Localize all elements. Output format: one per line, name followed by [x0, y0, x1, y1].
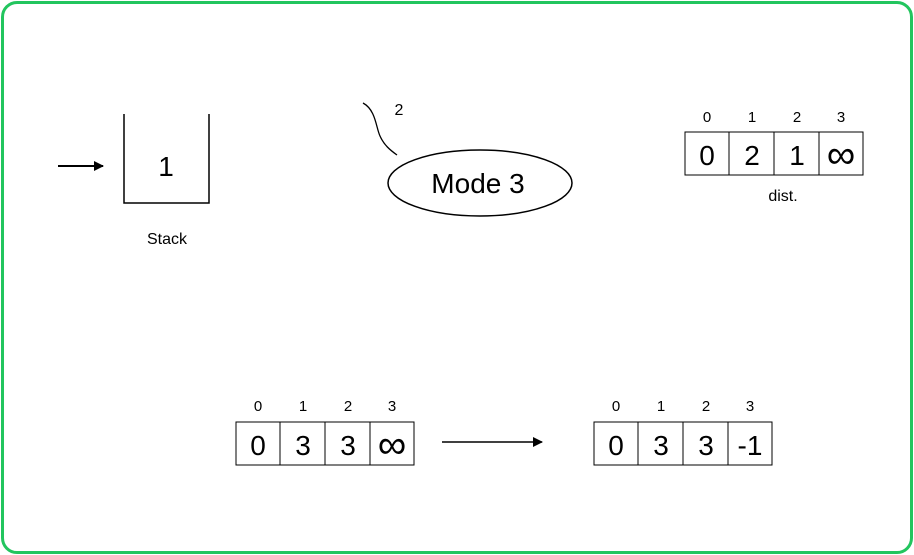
dist-index: 2: [793, 109, 801, 126]
before-cell: [279, 421, 326, 466]
dist-cell: [728, 131, 775, 176]
before-value: 3: [295, 430, 311, 461]
after-value: 3: [653, 430, 669, 461]
after-cell: [727, 421, 773, 466]
dist-index: 3: [837, 109, 845, 126]
before-array: 0 1 2 3 0 3 3 ∞: [235, 398, 415, 467]
mode-bubble: 2 Mode 3: [362, 102, 573, 217]
before-index: 1: [299, 398, 307, 415]
after-value: 0: [608, 430, 624, 461]
dist-label: dist.: [768, 188, 797, 205]
before-index: 3: [388, 398, 396, 415]
mode-text: Mode 3: [431, 168, 524, 199]
dist-indices: 0 1 2 3: [703, 109, 845, 126]
before-index: 2: [344, 398, 352, 415]
after-index: 0: [612, 398, 620, 415]
after-array: 0 1 2 3 0 3 3 -1: [593, 398, 773, 466]
dist-value: ∞: [827, 133, 856, 177]
dist-index: 0: [703, 109, 711, 126]
before-value: 0: [250, 430, 266, 461]
after-cell: [682, 421, 729, 466]
before-index: 0: [254, 398, 262, 415]
after-index: 3: [746, 398, 754, 415]
stack: 1 Stack: [58, 114, 210, 248]
dist-value: 1: [789, 140, 805, 171]
after-index: 2: [702, 398, 710, 415]
mode-callout-line: [362, 102, 398, 156]
dist-cell: [684, 131, 730, 176]
dist-value: 2: [744, 140, 760, 171]
after-cell: [593, 421, 639, 466]
dist-cell: [818, 131, 864, 176]
after-value: -1: [738, 430, 763, 461]
before-value: ∞: [378, 423, 407, 467]
stack-label: Stack: [147, 231, 188, 248]
after-value: 3: [698, 430, 714, 461]
mode-callout-number: 2: [395, 102, 404, 119]
mode-ellipse: [387, 149, 573, 217]
stack-container: [123, 114, 210, 204]
before-value: 3: [340, 430, 356, 461]
dist-array: 0 1 2 3 0 2 1 ∞ dist.: [684, 109, 864, 205]
before-cell: [369, 421, 415, 466]
dist-value: 0: [699, 140, 715, 171]
after-cell: [637, 421, 684, 466]
stack-top-value: 1: [158, 151, 174, 182]
dist-index: 1: [748, 109, 756, 126]
after-index: 1: [657, 398, 665, 415]
